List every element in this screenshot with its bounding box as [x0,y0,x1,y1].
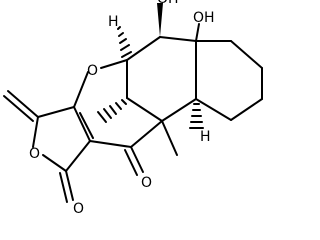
stereo-bonds [97,3,204,156]
bond [79,112,94,139]
bond [73,106,91,142]
bond [159,36,197,42]
bond [161,98,197,122]
atom-label-h-top: H [108,14,119,30]
bond [73,71,89,108]
atom-label-oh-top: OH [157,0,179,7]
chemical-structure-diagram: H OH OH O O O O H [3,0,263,216]
bond [126,97,163,122]
bond [32,116,39,148]
atom-label-o-carbonyl: O [73,201,84,216]
bond [130,146,144,173]
hashed-bond [189,103,204,129]
bond [65,140,91,172]
wedge-bond [157,3,163,37]
bond [3,95,34,122]
atom-label-o-ether: O [87,63,98,79]
cyclohexane-ring [195,40,263,121]
atom-label-oh-right: OH [193,10,215,26]
bond [37,106,75,118]
atom-labels: H OH OH O O O O H [29,0,215,216]
bond [124,149,138,176]
bond [89,140,132,148]
bond [130,120,163,148]
hashed-bond [117,26,132,58]
bond [195,98,232,121]
bond [59,172,68,203]
bond [161,120,178,156]
furanone-ring [3,90,94,203]
atom-label-h-bottom: H [200,129,211,145]
bond [230,40,263,69]
bond [126,36,161,61]
bond [100,59,128,69]
bond [195,23,200,42]
central-ring [126,36,197,122]
bond [42,154,67,172]
bond [65,170,74,201]
bond [7,90,39,118]
hashed-bond [97,99,127,123]
atom-label-o-ketone: O [141,175,152,191]
macrocycle [73,59,163,176]
atom-label-o-lactone: O [29,146,40,162]
bond [230,98,263,121]
